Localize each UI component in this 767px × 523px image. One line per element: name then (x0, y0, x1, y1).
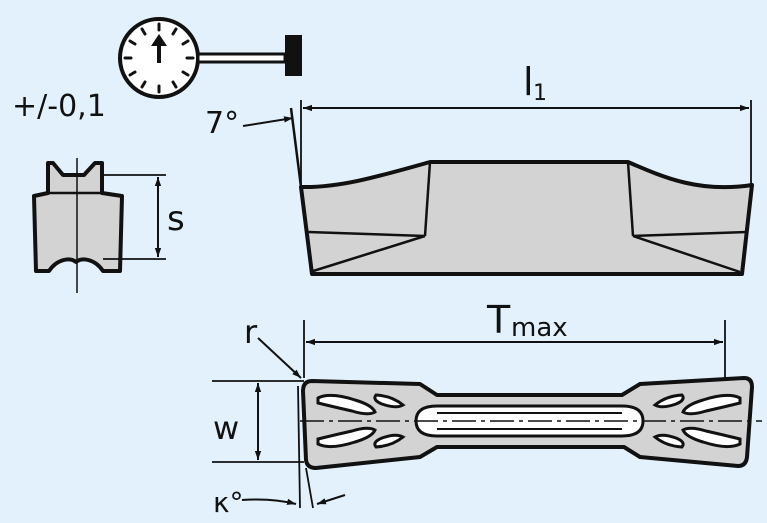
tmax-label: T (486, 298, 511, 342)
dial-gauge-icon (118, 17, 302, 99)
angle-7-label: 7° (205, 106, 239, 141)
insert-side-profile (242, 100, 754, 276)
l1-subscript: 1 (533, 81, 547, 106)
insert-top-view (212, 320, 762, 509)
insert-section-view (32, 158, 166, 293)
r-label: r (244, 313, 258, 351)
kappa-label: κ° (213, 486, 244, 519)
l1-label: l (523, 60, 534, 104)
tolerance-label: +/-0,1 (12, 89, 106, 124)
tmax-subscript: max (511, 313, 568, 343)
s-label: s (167, 199, 185, 239)
w-label: w (213, 409, 239, 447)
